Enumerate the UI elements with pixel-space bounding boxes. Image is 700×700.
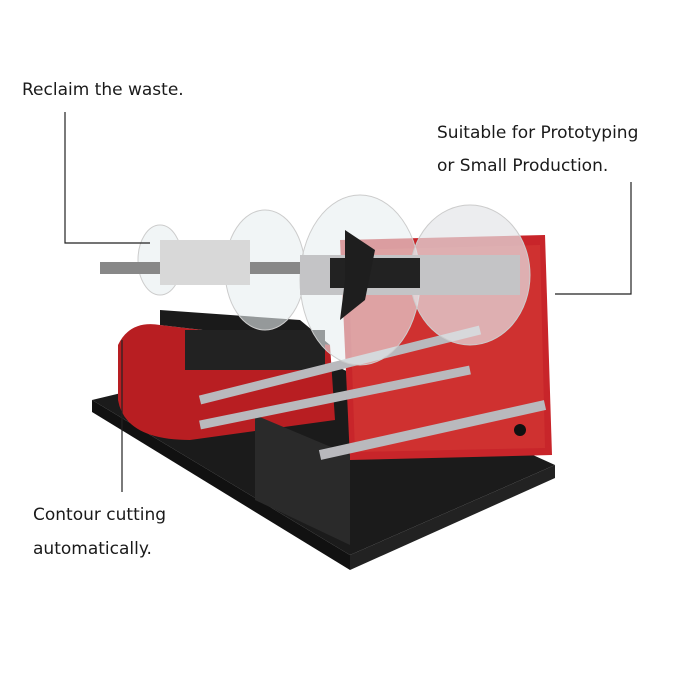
callout-suitable-line1: Suitable for Prototyping [437,123,639,143]
callout-line-reclaim [64,112,150,244]
callout-contour-line1: Contour cutting [33,505,167,525]
callout-suitable-line2: or Small Production. [437,156,609,176]
callout-line-suitable [555,182,632,295]
callout-contour-line2: automatically. [33,539,152,559]
callout-reclaim-waste: Reclaim the waste. [22,80,184,100]
front-frame [255,415,350,545]
